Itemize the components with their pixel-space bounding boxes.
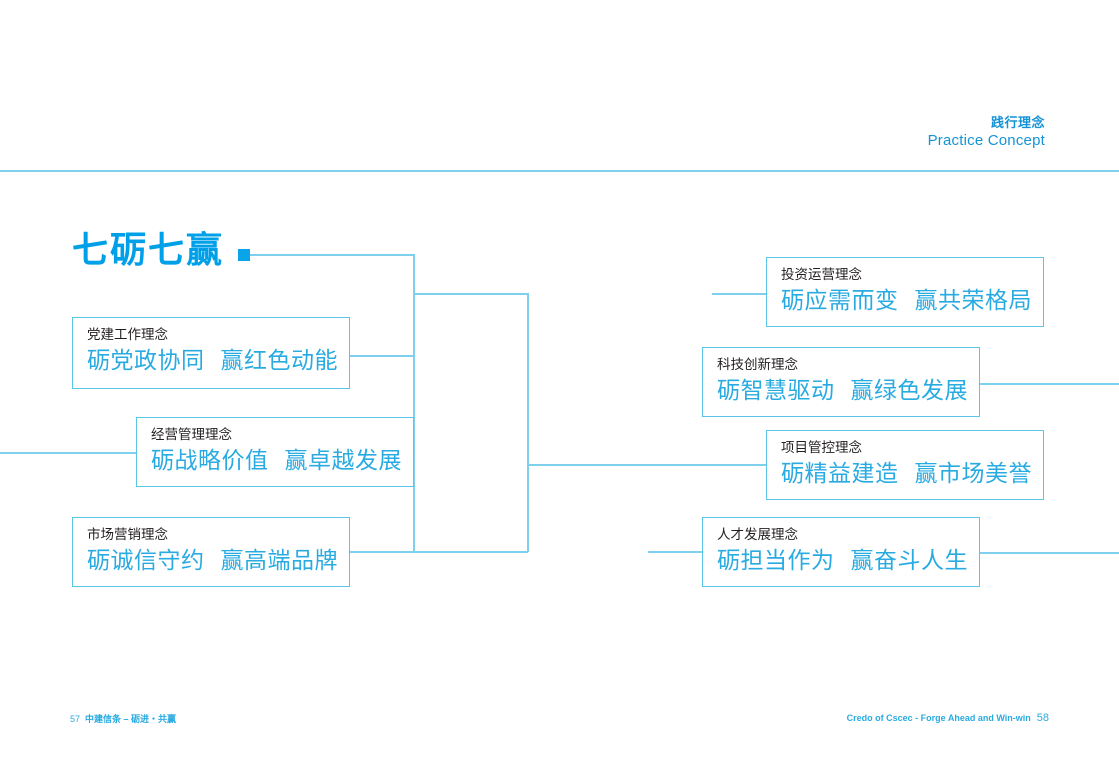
concept-slogan: 砺战略价值赢卓越发展 (151, 446, 402, 475)
connector-left-to-center-upper (413, 293, 528, 295)
footer-left-text: 中建信条 – 砺进・共赢 (85, 714, 177, 724)
connector-box2-left-edge (0, 452, 136, 454)
concept-box-project-control[interactable]: 项目管控理念 砺精益建造赢市场美誉 (766, 430, 1044, 500)
concept-slogan: 砺智慧驱动赢绿色发展 (717, 376, 968, 405)
connector-left-to-center-lower (413, 551, 528, 553)
concept-slogan-right: 赢绿色发展 (850, 377, 968, 404)
concept-label: 人才发展理念 (717, 527, 798, 542)
connector-box3-stub (350, 551, 415, 553)
concept-label: 市场营销理念 (87, 527, 168, 542)
concept-slogan-left: 砺战略价值 (151, 447, 269, 474)
connector-box1-stub (350, 355, 415, 357)
concept-slogan-left: 砺党政协同 (87, 347, 205, 374)
connector-box7-right-edge (978, 552, 1119, 554)
concept-slogan-right: 赢卓越发展 (284, 447, 402, 474)
connector-center-trunk (527, 293, 529, 552)
connector-box5-right-edge (980, 383, 1119, 385)
concept-label: 科技创新理念 (717, 357, 798, 372)
connector-box7-stub (648, 551, 703, 553)
connector-center-to-right (527, 464, 712, 466)
header-title-en: Practice Concept (927, 132, 1045, 150)
concept-slogan-right: 赢红色动能 (220, 347, 338, 374)
concept-box-party-building[interactable]: 党建工作理念 砺党政协同赢红色动能 (72, 317, 350, 389)
title-marker-square (238, 249, 250, 261)
connector-left-trunk (413, 254, 415, 552)
concept-slogan-left: 砺智慧驱动 (717, 377, 835, 404)
concept-slogan: 砺党政协同赢红色动能 (87, 346, 338, 375)
concept-slogan: 砺精益建造赢市场美誉 (781, 459, 1032, 488)
concept-slogan-left: 砺担当作为 (717, 547, 835, 574)
footer-left-page-number: 57 (70, 714, 81, 724)
concept-slogan-right: 赢高端品牌 (220, 547, 338, 574)
concept-slogan-right: 赢奋斗人生 (850, 547, 968, 574)
page-title: 七砺七赢 (72, 229, 225, 270)
concept-box-technology-innovation[interactable]: 科技创新理念 砺智慧驱动赢绿色发展 (702, 347, 980, 417)
concept-label: 党建工作理念 (87, 327, 168, 342)
concept-slogan-right: 赢共荣格局 (914, 287, 1032, 314)
concept-slogan-right: 赢市场美誉 (914, 460, 1032, 487)
concept-label: 经营管理理念 (151, 427, 232, 442)
header-title-cn: 践行理念 (990, 115, 1045, 130)
concept-slogan: 砺担当作为赢奋斗人生 (717, 546, 968, 575)
page-header: 践行理念 Practice Concept (928, 115, 1045, 151)
header-divider (0, 170, 1119, 172)
concept-label: 项目管控理念 (781, 440, 862, 455)
footer-left: 57 中建信条 – 砺进・共赢 (70, 712, 176, 725)
concept-slogan-left: 砺精益建造 (781, 460, 899, 487)
connector-box6-stub (712, 464, 767, 466)
concept-slogan: 砺应需而变赢共荣格局 (781, 286, 1032, 315)
concept-box-investment-operation[interactable]: 投资运营理念 砺应需而变赢共荣格局 (766, 257, 1044, 327)
concept-slogan: 砺诚信守约赢高端品牌 (87, 546, 338, 575)
concept-box-talent-development[interactable]: 人才发展理念 砺担当作为赢奋斗人生 (702, 517, 980, 587)
concept-box-marketing[interactable]: 市场营销理念 砺诚信守约赢高端品牌 (72, 517, 350, 587)
concept-box-business-management[interactable]: 经营管理理念 砺战略价值赢卓越发展 (136, 417, 414, 487)
footer-right-text: Credo of Cscec - Forge Ahead and Win-win (846, 713, 1031, 723)
connector-box4-stub (712, 293, 767, 295)
concept-label: 投资运营理念 (781, 267, 862, 282)
footer-right: Credo of Cscec - Forge Ahead and Win-win… (847, 712, 1049, 724)
concept-slogan-left: 砺应需而变 (781, 287, 899, 314)
concept-slogan-left: 砺诚信守约 (87, 547, 205, 574)
footer-right-page-number: 58 (1036, 712, 1049, 724)
connector-title-horizontal (250, 254, 415, 256)
